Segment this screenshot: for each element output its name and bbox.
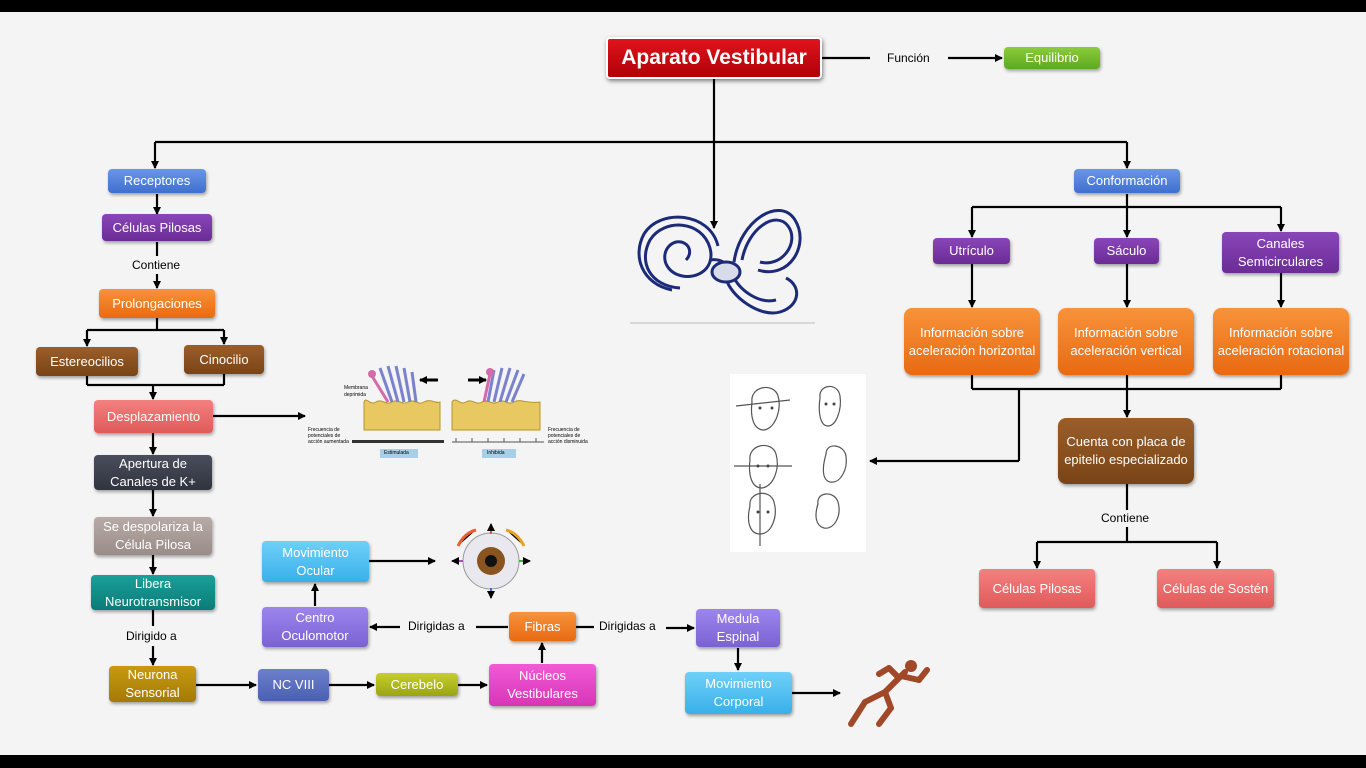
estimulada-label: Estimulada xyxy=(384,450,409,456)
utriculo-node: Utrículo xyxy=(933,238,1010,264)
receptores-node: Receptores xyxy=(108,169,206,193)
eye-image xyxy=(451,523,531,599)
medula-espinal-node: Medula Espinal xyxy=(696,609,780,647)
title-node: Aparato Vestibular xyxy=(606,37,822,79)
estereocilios-node: Estereocilios xyxy=(36,347,138,376)
info-rotacional-node: Información sobre aceleración rotacional xyxy=(1213,308,1349,375)
movimiento-corporal-node: Movimiento Corporal xyxy=(685,672,792,714)
celulas-sosten-node: Células de Sostén xyxy=(1157,569,1274,608)
despolariza-node: Se despolariza la Célula Pilosa xyxy=(94,517,212,555)
conformacion-node: Conformación xyxy=(1074,169,1180,193)
celulas-pilosas-node: Células Pilosas xyxy=(102,214,212,241)
fibras-node: Fibras xyxy=(509,612,576,641)
info-vertical-node: Información sobre aceleración vertical xyxy=(1058,308,1194,375)
dirigido-a-label: Dirigido a xyxy=(126,629,177,643)
apertura-canales-node: Apertura de Canales de K+ xyxy=(94,455,212,490)
neurona-sensorial-node: Neurona Sensorial xyxy=(109,666,196,702)
freq-aumentada-label: Frecuencia de potenciales de acción aume… xyxy=(308,427,349,445)
nc-viii-node: NC VIII xyxy=(258,669,329,701)
dirigidas-a-label-right: Dirigidas a xyxy=(599,619,656,633)
info-horizontal-node: Información sobre aceleración horizontal xyxy=(904,308,1040,375)
centro-oculomotor-node: Centro Oculomotor xyxy=(262,607,368,647)
canales-semicirculares-node: Canales Semicirculares xyxy=(1222,232,1339,273)
head-tilt-image xyxy=(730,374,866,552)
membrana-label: Membrana deprimida xyxy=(344,385,368,398)
libera-neurotransmisor-node: Libera Neurotransmisor xyxy=(91,575,215,610)
cinocilio-node: Cinocilio xyxy=(184,345,264,374)
hair-cell-figure: Membrana deprimida xyxy=(352,365,544,458)
dirigidas-a-label-left: Dirigidas a xyxy=(408,619,465,633)
contiene-label-left: Contiene xyxy=(132,258,181,272)
funcion-label: Función xyxy=(887,51,930,65)
freq-disminuida-label: Frecuencia de potenciales de acción dism… xyxy=(548,427,588,445)
contiene-label-right: Contiene xyxy=(1101,511,1150,525)
saculo-node: Sáculo xyxy=(1094,238,1159,264)
prolongaciones-node: Prolongaciones xyxy=(99,289,215,318)
inner-ear-image xyxy=(630,208,815,324)
nucleos-vestibulares-node: Núcleos Vestibulares xyxy=(489,664,596,706)
cuenta-placa-node: Cuenta con placa de epitelio especializa… xyxy=(1058,418,1194,484)
inhibida-label: Inhibida xyxy=(487,450,505,456)
movimiento-ocular-node: Movimiento Ocular xyxy=(262,541,369,582)
diagram-canvas xyxy=(0,12,1366,755)
celulas-pilosas-right-node: Células Pilosas xyxy=(979,569,1095,608)
desplazamiento-node: Desplazamiento xyxy=(94,400,213,433)
runner-image xyxy=(848,660,930,727)
equilibrio-node: Equilibrio xyxy=(1004,47,1100,69)
cerebelo-node: Cerebelo xyxy=(376,673,458,696)
